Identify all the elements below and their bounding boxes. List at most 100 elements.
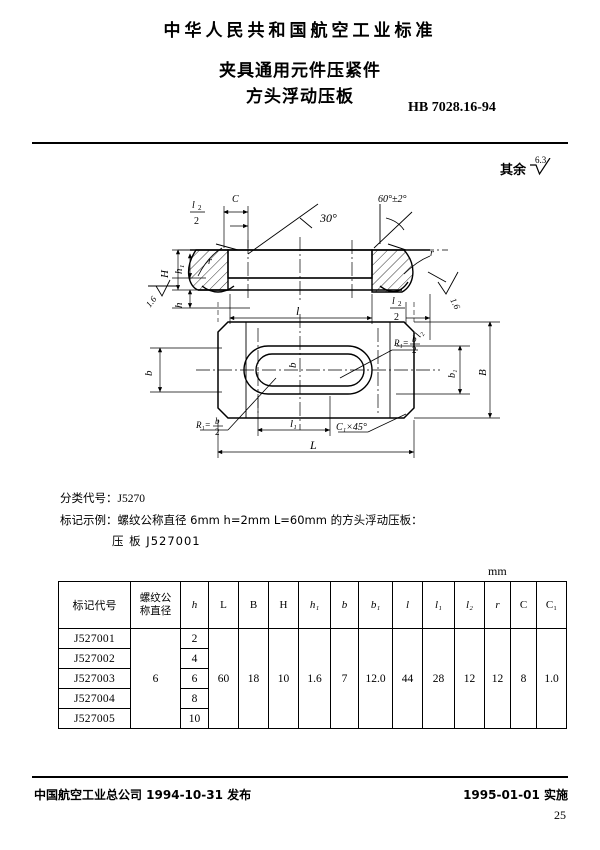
col-header-thread-dia: 螺纹公 称直径 bbox=[130, 581, 181, 629]
col-header-thread-dia-l1: 螺纹公 bbox=[139, 592, 172, 604]
cell-code: J527003 bbox=[58, 668, 131, 689]
label-l1: l₁ bbox=[290, 418, 297, 430]
col-header-l2: l₂ bbox=[454, 581, 485, 629]
cell-h: 2 bbox=[180, 628, 209, 649]
cell-L: 60 bbox=[208, 628, 239, 729]
roughness-1-6-right-icon bbox=[427, 271, 459, 295]
table-unit-label: mm bbox=[488, 564, 507, 578]
col-header-l: l bbox=[392, 581, 423, 629]
footer-publisher: 中国航空工业总公司 1994-10-31 发布 bbox=[34, 788, 252, 802]
page-number: 25 bbox=[554, 808, 566, 822]
cell-h: 4 bbox=[180, 648, 209, 669]
label-r-left: r bbox=[208, 256, 212, 267]
surface-roughness-note: 其余 6.3 bbox=[500, 155, 554, 178]
national-standard-title: 中华人民共和国航空工业标准 bbox=[163, 21, 437, 41]
dim-l2-half-right bbox=[405, 294, 431, 340]
projection-lines bbox=[217, 302, 415, 322]
cell-h: 6 bbox=[180, 668, 209, 689]
label-l2-num: l bbox=[192, 200, 195, 211]
label-C1: C₁×45° bbox=[336, 422, 367, 433]
col-header-C: C bbox=[510, 581, 537, 629]
table-row: J527004 8 bbox=[58, 688, 567, 709]
table-row: J527002 4 bbox=[58, 648, 567, 669]
mark-example-line2: 压 板 J527001 bbox=[112, 534, 201, 548]
label-l2-den: 2 bbox=[194, 216, 199, 227]
roughness-value: 6.3 bbox=[535, 155, 547, 165]
classification-code-row: 分类代号：J5270 bbox=[60, 488, 540, 510]
leader-R1-left bbox=[200, 377, 277, 431]
section-centre-lines bbox=[178, 237, 448, 302]
label-R1-left-num: b bbox=[215, 416, 220, 426]
label-b-slot: b bbox=[287, 362, 299, 368]
surface-note-label: 其余 bbox=[500, 163, 527, 178]
label-angle-60: 60°±2° bbox=[378, 194, 407, 205]
col-header-r: r bbox=[484, 581, 511, 629]
col-header-thread-dia-l2: 称直径 bbox=[139, 605, 172, 617]
label-l2b-sub: 2 bbox=[398, 300, 402, 308]
col-header-b: b bbox=[330, 581, 359, 629]
label-H: H bbox=[159, 269, 171, 279]
cell-code: J527001 bbox=[58, 628, 131, 649]
label-rough-right: 1.6 bbox=[448, 296, 462, 311]
mark-example-text: 螺纹公称直径 6mm h=2mm L=60mm 的方头浮动压板： bbox=[117, 513, 423, 527]
label-R1-left: R₁= bbox=[195, 420, 211, 430]
table-row: J527005 10 bbox=[58, 708, 567, 729]
cell-l1: 28 bbox=[422, 628, 455, 729]
cell-r: 12 bbox=[484, 628, 511, 729]
plan-centre-lines bbox=[196, 314, 440, 430]
dim-l-section bbox=[229, 294, 373, 324]
cell-C1: 1.0 bbox=[536, 628, 567, 729]
dim-b-left bbox=[150, 347, 222, 393]
cell-b: 7 bbox=[330, 628, 359, 729]
label-b1: b₁ bbox=[447, 370, 458, 378]
dim-l2-half-left bbox=[223, 206, 249, 248]
cell-h: 10 bbox=[180, 708, 209, 729]
label-l2-right: l₂ bbox=[413, 328, 426, 339]
table-header-row: 标记代号 螺纹公 称直径 h L B H h₁ b b₁ l l₁ l₂ r C… bbox=[58, 581, 567, 629]
roughness-symbol-icon: 6.3 bbox=[528, 155, 554, 178]
dim-b1 bbox=[396, 345, 470, 395]
roughness-1-6-left-icon bbox=[148, 279, 178, 297]
document-title: 夹具通用元件压紧件 方头浮动压板 bbox=[0, 58, 600, 110]
cell-code: J527002 bbox=[58, 648, 131, 669]
cell-thread-dia: 6 bbox=[130, 628, 181, 729]
cell-h1: 1.6 bbox=[298, 628, 331, 729]
cell-l2: 12 bbox=[454, 628, 485, 729]
leader-r bbox=[197, 247, 431, 277]
col-header-l1: l₁ bbox=[422, 581, 455, 629]
label-l2b-num: l bbox=[392, 296, 395, 307]
cell-h: 8 bbox=[180, 688, 209, 709]
leader-C1 bbox=[338, 413, 407, 433]
label-rough-left: 1.6 bbox=[144, 294, 159, 309]
col-header-C1: C₁ bbox=[536, 581, 567, 629]
col-header-B: B bbox=[238, 581, 269, 629]
dim-l1 bbox=[257, 396, 331, 436]
label-l: l bbox=[296, 304, 300, 318]
footer-effective-date: 1995-01-01 实施 bbox=[463, 788, 568, 802]
footer-divider bbox=[32, 776, 568, 778]
document-title-line1: 夹具通用元件压紧件 bbox=[219, 61, 381, 81]
label-l2-sub: 2 bbox=[198, 204, 202, 212]
dim-B bbox=[414, 321, 500, 419]
col-header-h: h bbox=[180, 581, 209, 629]
label-B: B bbox=[477, 369, 489, 376]
col-header-code: 标记代号 bbox=[58, 581, 131, 629]
table-row: J527003 6 bbox=[58, 668, 567, 689]
classification-code-value: J5270 bbox=[117, 493, 145, 505]
leader-R1-right bbox=[339, 349, 418, 379]
cell-code: J527004 bbox=[58, 688, 131, 709]
mark-example-row: 标记示例：螺纹公称直径 6mm h=2mm L=60mm 的方头浮动压板： bbox=[60, 510, 540, 531]
label-h1: h₁ bbox=[173, 265, 185, 275]
label-r-right: r bbox=[430, 248, 434, 259]
leader-60deg bbox=[373, 204, 413, 249]
cell-B: 18 bbox=[238, 628, 269, 729]
label-angle-30: 30° bbox=[319, 211, 337, 225]
leader-30deg bbox=[247, 203, 319, 255]
col-header-L: L bbox=[208, 581, 239, 629]
label-L: L bbox=[309, 438, 317, 452]
classification-code-label: 分类代号： bbox=[60, 491, 118, 505]
cell-H: 10 bbox=[268, 628, 299, 729]
cell-l: 44 bbox=[392, 628, 423, 729]
table-row: J527001 6 2 60 18 10 1.6 7 12.0 44 28 12… bbox=[58, 628, 567, 729]
